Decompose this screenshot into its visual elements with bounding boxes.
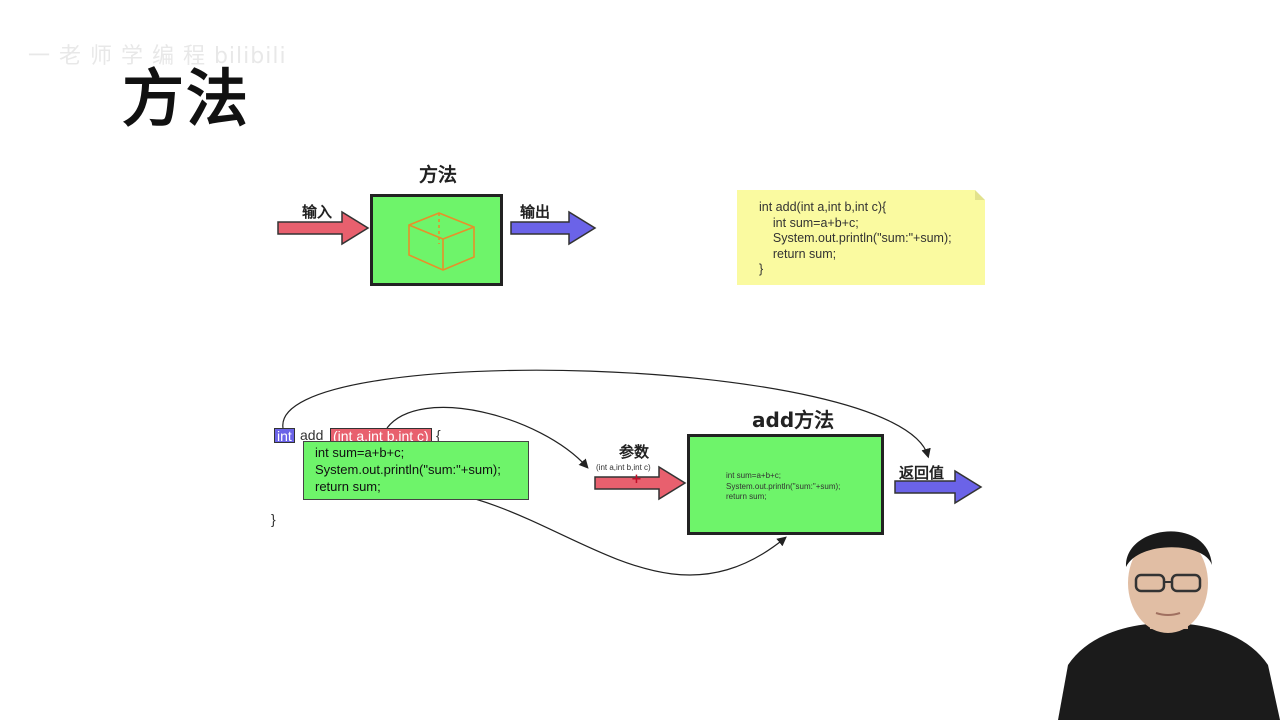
- input-label: 输入: [302, 203, 333, 221]
- output-arrow: [510, 210, 597, 246]
- note-line: }: [759, 262, 764, 276]
- code-line: int sum=a+b+c;: [315, 445, 405, 460]
- return-type-curve: [282, 369, 931, 459]
- page-title: 方法: [122, 62, 251, 135]
- params-token: (int a,int b,int c): [330, 428, 432, 444]
- return-arrow: [894, 469, 983, 505]
- close-brace: }: [271, 511, 276, 527]
- code-line: System.out.println("sum:"+sum);: [315, 462, 501, 477]
- watermark: 一 老 师 学 编 程 bilibili: [28, 44, 287, 69]
- param-label: 参数: [619, 443, 650, 461]
- return-type-token: int: [274, 428, 295, 444]
- param-sub-label: (int a,int b,int c): [596, 463, 651, 472]
- input-arrow: [277, 210, 370, 246]
- add-method-code: int sum=a+b+c; System.out.println("sum:"…: [726, 471, 881, 503]
- open-brace: {: [436, 427, 441, 443]
- param-arrow: [594, 465, 687, 501]
- output-label: 输出: [520, 203, 551, 221]
- plus-mark: +: [631, 472, 642, 487]
- note-line: int sum=a+b+c;: [759, 215, 859, 230]
- params-curve: [386, 406, 589, 469]
- method-name-token: add: [300, 427, 324, 443]
- note-line: System.out.println("sum:"+sum);: [759, 231, 952, 245]
- box-code-line: return sum;: [726, 492, 767, 501]
- top-diagram-title: 方法: [419, 164, 458, 186]
- note-line: int add(int a,int b,int c){: [759, 200, 887, 214]
- presenter-avatar: [1058, 531, 1280, 720]
- box-code-line: int sum=a+b+c;: [726, 471, 781, 480]
- note-line: return sum;: [759, 246, 837, 261]
- code-note: int add(int a,int b,int c){ int sum=a+b+…: [737, 190, 985, 285]
- add-method-title: add方法: [752, 408, 835, 432]
- cube-icon: [408, 212, 475, 271]
- method-body-code: int sum=a+b+c; System.out.println("sum:"…: [303, 441, 529, 500]
- note-fold: [975, 190, 985, 200]
- method-box: [370, 194, 503, 286]
- box-code-line: System.out.println("sum:"+sum);: [726, 481, 841, 491]
- add-method-box: int sum=a+b+c; System.out.println("sum:"…: [687, 434, 884, 535]
- code-line: return sum;: [315, 479, 381, 494]
- return-label: 返回值: [899, 464, 945, 482]
